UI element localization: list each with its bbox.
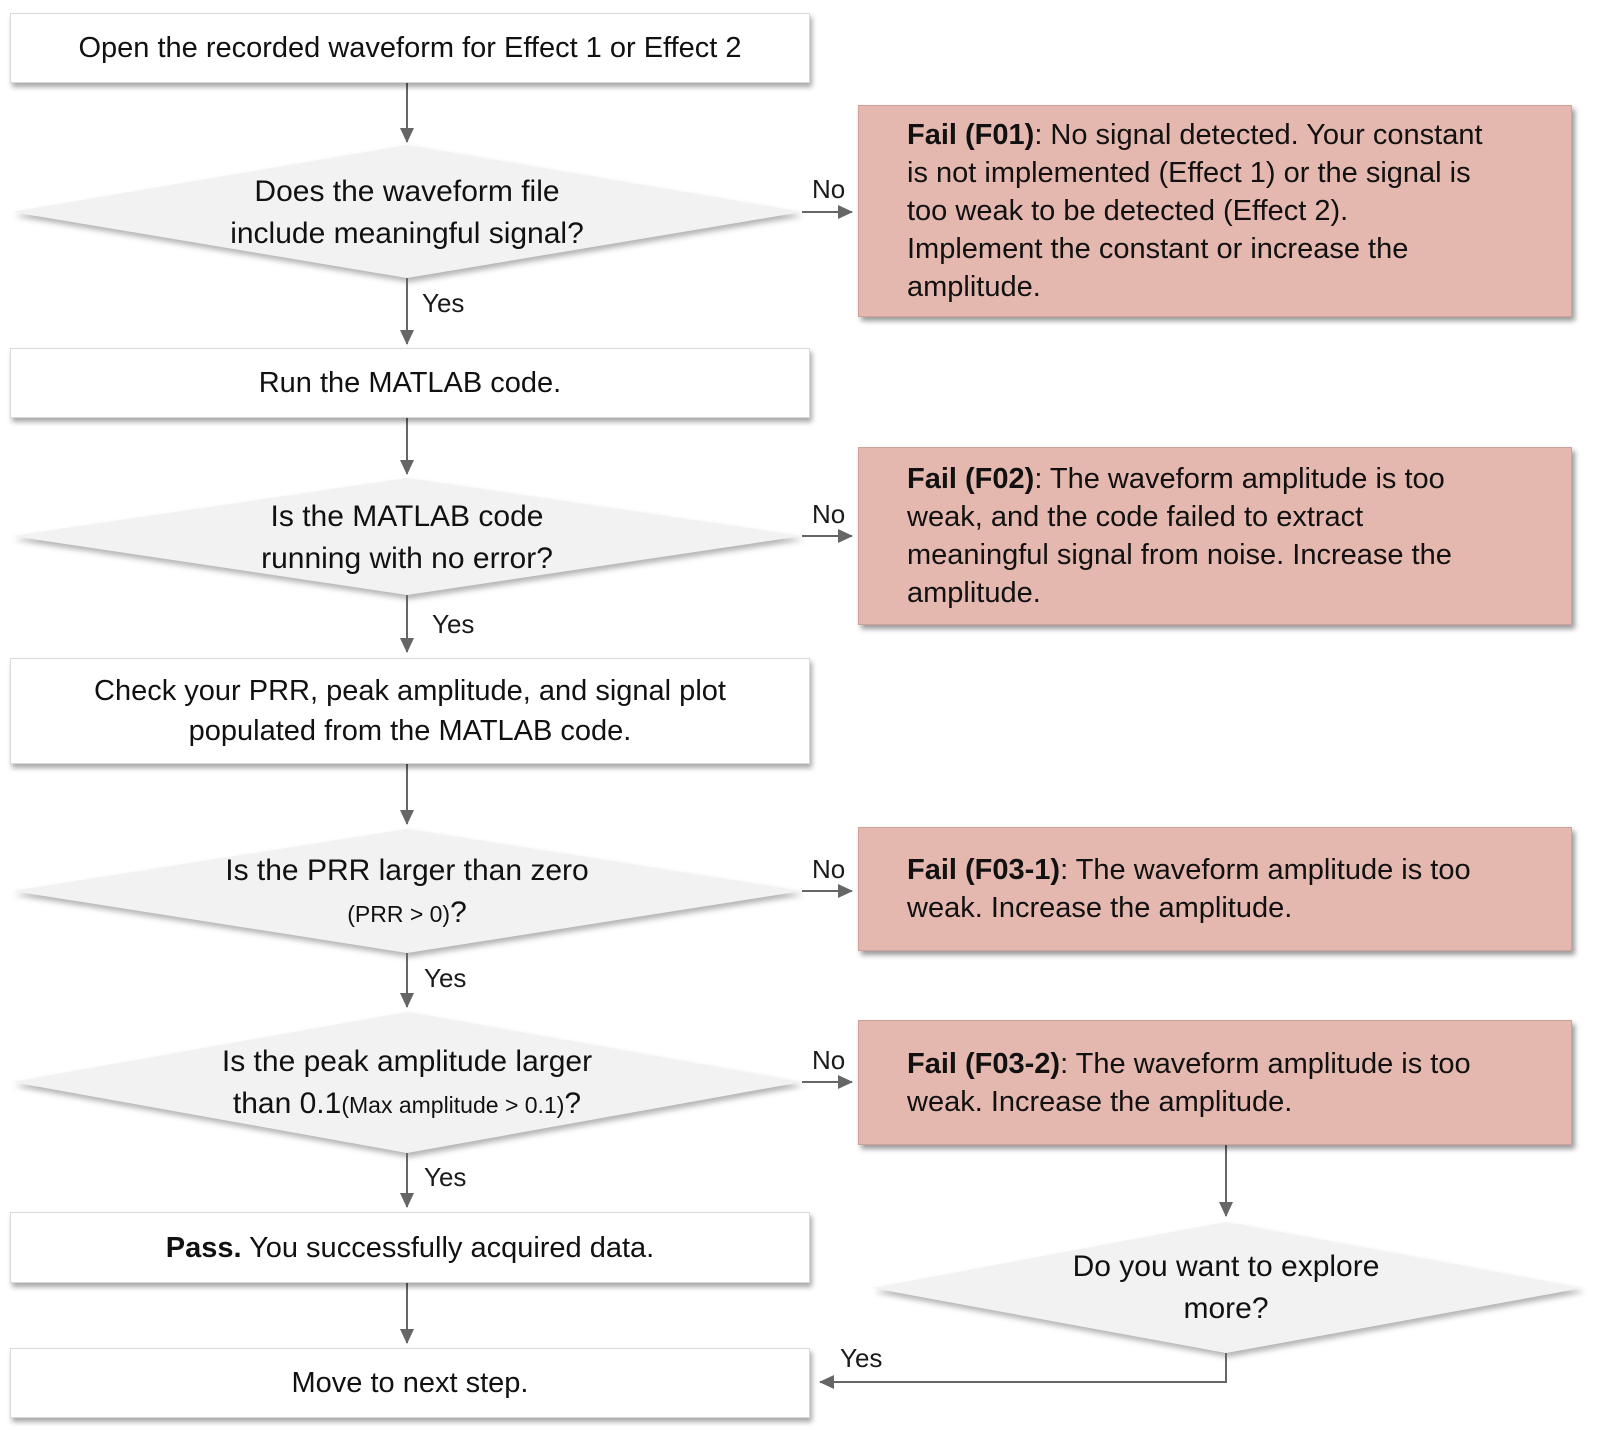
edge-label-signal-no: No: [812, 174, 846, 204]
decision-amplitude-line2: than 0.1(Max amplitude > 0.1)?: [233, 1083, 581, 1126]
fail-f02-line2: meaningful signal from noise. Increase t…: [907, 539, 1452, 571]
fail-f03-2-box: Fail (F03-2): The waveform amplitude is …: [858, 1020, 1572, 1145]
fail-f01-line1: is not implemented (Effect 1) or the sig…: [907, 157, 1471, 189]
decision-explore-line1: Do you want to explore: [1072, 1250, 1380, 1283]
check-outputs-line2: populated from the MATLAB code.: [188, 715, 632, 747]
fail-f01-line3: Implement the constant or increase the: [907, 233, 1409, 265]
decision-prr-text: Is the PRR larger than zero (PRR > 0)?: [107, 838, 707, 946]
decision-explore-text: Do you want to explore more?: [926, 1232, 1526, 1344]
fail-f02-line3: amplitude.: [907, 577, 1041, 609]
pass-box: Pass. You successfully acquired data.: [10, 1212, 810, 1283]
fail-f02-line1: weak, and the code failed to extract: [907, 501, 1364, 533]
decision-amplitude-condition: (Max amplitude > 0.1): [341, 1091, 565, 1118]
fail-f03-2-label: Fail (F03-2): [907, 1047, 1061, 1080]
decision-prr-condition: (PRR > 0): [347, 900, 451, 927]
run-matlab-box: Run the MATLAB code.: [10, 348, 810, 418]
fail-f02-label: Fail (F02): [907, 463, 1035, 495]
pass-rest: You successfully acquired data.: [241, 1231, 655, 1264]
pass-label: Pass.: [165, 1231, 242, 1264]
fail-f01-box: Fail (F01): No signal detected. Your con…: [858, 105, 1572, 317]
fail-f03-2-line1: weak. Increase the amplitude.: [907, 1085, 1293, 1118]
check-outputs-line1: Check your PRR, peak amplitude, and sign…: [94, 675, 726, 707]
fail-f01-line0: Fail (F01): No signal detected. Your con…: [907, 116, 1531, 154]
pass-box-text: Pass. You successfully acquired data.: [166, 1228, 655, 1268]
decision-amplitude-prefix: than 0.1: [232, 1086, 342, 1120]
decision-explore-diamond: [872, 1222, 1583, 1353]
fail-f03-2-line0-rest: : The waveform amplitude is too: [1060, 1047, 1471, 1080]
decision-signal-line1: Does the waveform file: [254, 175, 560, 208]
run-matlab-label: Run the MATLAB code.: [258, 367, 562, 399]
next-step-box: Move to next step.: [10, 1348, 810, 1418]
start-box-label: Open the recorded waveform for Effect 1 …: [78, 32, 742, 64]
next-step-label: Move to next step.: [291, 1367, 529, 1399]
fail-f03-1-line1: weak. Increase the amplitude.: [907, 892, 1293, 924]
edge-label-amplitude-yes: Yes: [424, 1162, 467, 1192]
fail-f03-1-box: Fail (F03-1): The waveform amplitude is …: [858, 827, 1572, 951]
fail-f03-1-line0: Fail (F03-1): The waveform amplitude is …: [907, 851, 1531, 889]
fail-f01-line4: amplitude.: [907, 271, 1041, 303]
decision-amplitude-text: Is the peak amplitude larger than 0.1(Ma…: [107, 1022, 707, 1144]
fail-f01-line0-rest: : No signal detected. Your constant: [1034, 119, 1483, 151]
decision-error-line2: running with no error?: [261, 542, 553, 575]
decision-amplitude-question-mark: ?: [564, 1086, 582, 1120]
decision-prr-diamond: [12, 829, 802, 953]
decision-signal-text: Does the waveform file include meaningfu…: [107, 158, 707, 268]
decision-error-line1: Is the MATLAB code: [270, 500, 544, 533]
fail-f03-2-line0: Fail (F03-2): The waveform amplitude is …: [907, 1045, 1531, 1083]
fail-f02-line0: Fail (F02): The waveform amplitude is to…: [907, 460, 1531, 498]
decision-prr-line2: (PRR > 0)?: [347, 892, 467, 935]
fail-f02-box: Fail (F02): The waveform amplitude is to…: [858, 447, 1572, 625]
edge-label-error-yes: Yes: [432, 609, 475, 639]
decision-error-text: Is the MATLAB code running with no error…: [107, 486, 707, 590]
fail-f03-1-line0-rest: : The waveform amplitude is too: [1060, 854, 1471, 886]
edge-label-amplitude-no: No: [812, 1045, 846, 1075]
start-box: Open the recorded waveform for Effect 1 …: [10, 13, 810, 83]
decision-amplitude-diamond: [12, 1012, 802, 1153]
fail-f01-line2: too weak to be detected (Effect 2).: [907, 195, 1349, 227]
fail-f01-label: Fail (F01): [907, 119, 1035, 151]
decision-amplitude-line1: Is the peak amplitude larger: [221, 1044, 593, 1078]
edge-label-prr-yes: Yes: [424, 963, 467, 993]
decision-signal-line2: include meaningful signal?: [230, 217, 584, 250]
arrow-explore-yes-elbow: [819, 1353, 1227, 1389]
decision-explore-line2: more?: [1183, 1292, 1269, 1325]
edge-label-prr-no: No: [812, 854, 846, 884]
edge-label-error-no: No: [812, 499, 846, 529]
edge-label-explore-yes: Yes: [840, 1343, 883, 1373]
decision-prr-line1: Is the PRR larger than zero: [225, 853, 589, 887]
fail-f02-line0-rest: : The waveform amplitude is too: [1034, 463, 1445, 495]
decision-error-diamond: [12, 478, 802, 595]
decision-prr-question-mark: ?: [450, 895, 467, 929]
edge-label-signal-yes: Yes: [422, 288, 465, 318]
fail-f03-1-label: Fail (F03-1): [907, 854, 1061, 886]
decision-signal-diamond: [12, 145, 802, 278]
check-outputs-box: Check your PRR, peak amplitude, and sign…: [10, 658, 810, 764]
